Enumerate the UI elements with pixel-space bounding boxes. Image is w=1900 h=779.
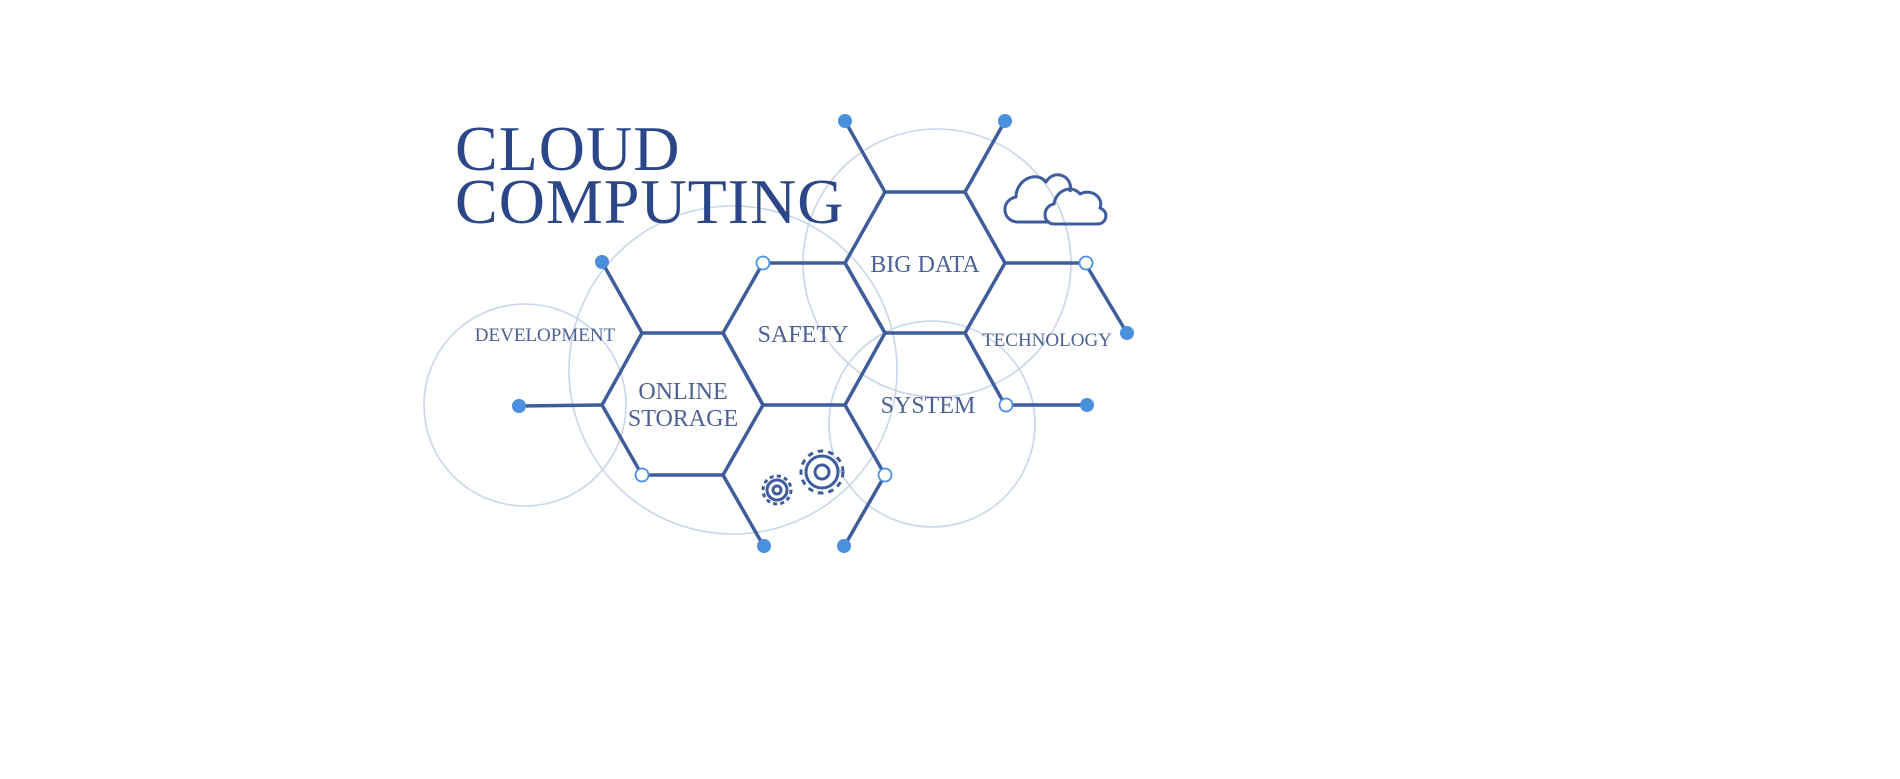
node-open	[877, 467, 893, 483]
ring-development	[423, 303, 627, 507]
node-open	[998, 397, 1014, 413]
node-dot	[1120, 326, 1134, 340]
gear-large-icon	[799, 449, 845, 495]
title-line-1: CLOUD	[455, 113, 680, 184]
title-line-2: COMPUTING	[455, 166, 844, 237]
gear-small-icon	[761, 474, 793, 506]
label-safety: SAFETY	[758, 322, 849, 348]
node-dot	[838, 114, 852, 128]
node-dot	[512, 399, 526, 413]
gears-icon	[761, 449, 845, 506]
label-technology: TECHNOLOGY	[982, 330, 1112, 351]
label-system: SYSTEM	[881, 393, 976, 419]
label-big-data: BIG DATA	[870, 252, 980, 278]
node-open	[755, 255, 771, 271]
ring-center	[568, 205, 898, 535]
node-open	[634, 467, 650, 483]
label-online: ONLINE	[638, 379, 727, 405]
node-dot	[595, 255, 609, 269]
node-open	[1078, 255, 1094, 271]
cloud-icon	[1003, 173, 1108, 226]
nodes	[512, 114, 1134, 553]
node-dot	[837, 539, 851, 553]
node-dot	[757, 539, 771, 553]
label-development: DEVELOPMENT	[475, 325, 616, 346]
node-dot	[998, 114, 1012, 128]
hex-gears-partial	[721, 403, 888, 547]
node-dot	[1080, 398, 1094, 412]
label-storage: STORAGE	[628, 406, 738, 432]
ring-system	[828, 320, 1036, 528]
